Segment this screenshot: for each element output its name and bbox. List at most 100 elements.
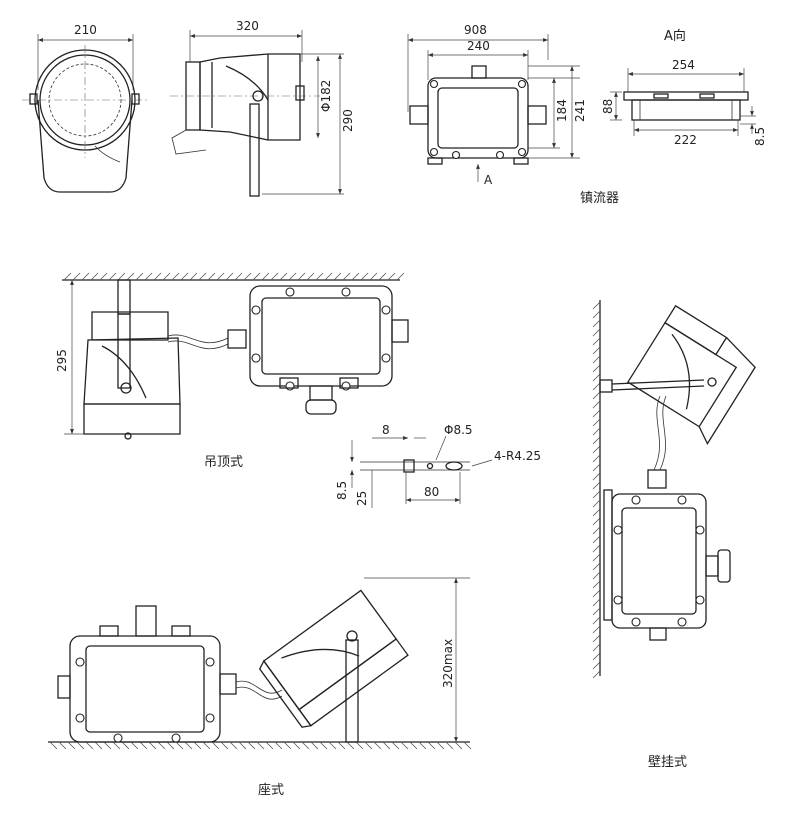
hatch-line (592, 553, 601, 562)
dim-222: 222 (674, 133, 697, 147)
hatch-line (90, 272, 99, 281)
hatch-line (592, 346, 601, 355)
dim-295: 295 (55, 349, 69, 372)
hatch-line (592, 571, 601, 580)
hatch-line (328, 741, 337, 750)
hatch-line (319, 741, 328, 750)
hatch-line (306, 272, 315, 281)
hatch-line (166, 741, 175, 750)
hatch-line (135, 272, 144, 281)
hatch-line (369, 272, 378, 281)
hatch-line (58, 741, 67, 750)
hatch-line (592, 328, 601, 337)
hatch-line (351, 272, 360, 281)
hatch-line (592, 337, 601, 346)
dim-8-5-left: 8.5 (335, 481, 349, 500)
hatch-line (592, 526, 601, 535)
hatch-line (310, 741, 319, 750)
hatch-line (144, 272, 153, 281)
hatch-line (592, 382, 601, 391)
dim-4-r4-25: 4-R4.25 (494, 449, 541, 463)
hatch-line (592, 454, 601, 463)
hatch-line (225, 272, 234, 281)
hatch-line (94, 741, 103, 750)
hatch-line (396, 272, 405, 281)
hatch-line (216, 272, 225, 281)
hatch-line (418, 741, 427, 750)
hatch-line (436, 741, 445, 750)
hatch-line (261, 272, 270, 281)
ceiling-mount-label: 吊顶式 (204, 455, 243, 470)
hatch-line (301, 741, 310, 750)
hatch-line (592, 670, 601, 679)
hatch-line (337, 741, 346, 750)
hatch-line (592, 607, 601, 616)
lamp-side-view: 320 Φ182 290 (170, 19, 355, 197)
hatch-line (220, 741, 229, 750)
dim-88: 88 (601, 99, 615, 114)
hatch-line (117, 272, 126, 281)
dim-80: 80 (424, 485, 439, 499)
hatch-line (292, 741, 301, 750)
hatch-line (592, 490, 601, 499)
arrow-a-label: A (484, 173, 493, 187)
hatch-line (373, 741, 382, 750)
hatch-line (342, 272, 351, 281)
hatch-line (288, 272, 297, 281)
hatch-line (207, 272, 216, 281)
hatch-line (108, 272, 117, 281)
hatch-line (315, 272, 324, 281)
hatch-line (592, 661, 601, 670)
hatch-line (592, 535, 601, 544)
hatch-line (592, 499, 601, 508)
hatch-line (184, 741, 193, 750)
lamp-front-view: 210 (22, 23, 148, 193)
hatch-line (198, 272, 207, 281)
hatch-line (346, 741, 355, 750)
hatch-line (592, 625, 601, 634)
hatch-line (270, 272, 279, 281)
hatch-line (378, 272, 387, 281)
hatch-line (592, 616, 601, 625)
hatch-line (409, 741, 418, 750)
dim-241: 241 (573, 99, 587, 122)
dim-908: 908 (464, 23, 487, 37)
hatch-line (229, 741, 238, 750)
floor-mount-view: 320max 座式 (48, 577, 472, 798)
hatch-line (121, 741, 130, 750)
hatch-line (171, 272, 180, 281)
hatch-line (355, 741, 364, 750)
hatch-line (148, 741, 157, 750)
hatch-line (193, 741, 202, 750)
hatch-line (592, 652, 601, 661)
hatch-line (153, 272, 162, 281)
ballast-view: 908 240 184 241 A 镇流器 (407, 23, 619, 206)
hatch-line (454, 741, 463, 750)
hatch-line (592, 544, 601, 553)
hatch-line (592, 445, 601, 454)
hatch-line (49, 741, 58, 750)
hatch-line (274, 741, 283, 750)
hatch-line (360, 272, 369, 281)
hatch-line (445, 741, 454, 750)
hatch-line (180, 272, 189, 281)
hatch-line (324, 272, 333, 281)
dim-8: 8 (382, 423, 390, 437)
hatch-line (189, 272, 198, 281)
dim-290: 290 (341, 109, 355, 132)
dim-phi8-5: Φ8.5 (444, 423, 473, 437)
dim-phi182: Φ182 (319, 80, 333, 112)
hatch-line (592, 391, 601, 400)
hatch-line (67, 741, 76, 750)
hatch-line (592, 364, 601, 373)
hatch-line (463, 741, 472, 750)
hatch-line (81, 272, 90, 281)
hatch-line (139, 741, 148, 750)
ballast-label: 镇流器 (580, 191, 619, 206)
hatch-line (252, 272, 261, 281)
hatch-line (592, 319, 601, 328)
hatch-line (592, 508, 601, 517)
hatch-line (211, 741, 220, 750)
hatch-line (247, 741, 256, 750)
